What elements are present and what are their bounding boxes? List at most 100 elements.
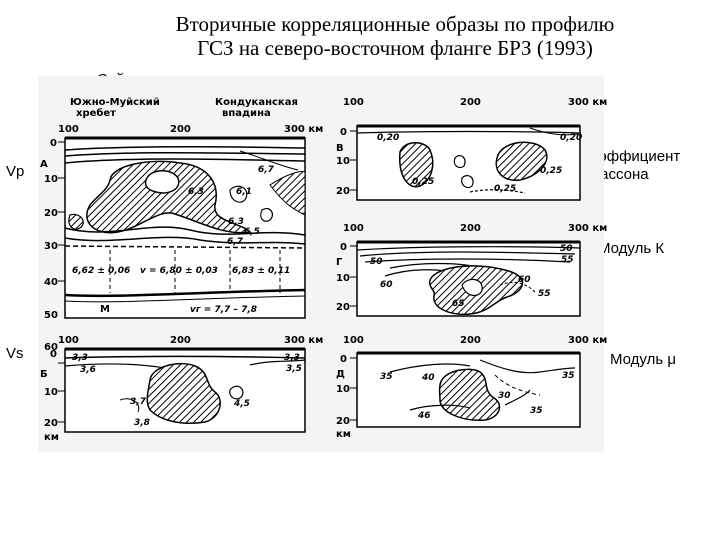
panel-b-y-tick-10: 10 <box>44 387 58 398</box>
panel-d-letter: Д <box>336 369 345 380</box>
label-modulus-mu: Модуль μ <box>610 351 676 368</box>
panel-a-y-tick-60: 60 <box>44 342 58 353</box>
panel-a-boundary-velocity: vг = 7,7 – 7,8 <box>190 305 257 315</box>
panel-b-label-3-3a: 3,3 <box>72 353 88 363</box>
conrad-boundary <box>64 245 306 249</box>
panel-a-area-label-3: Кондуканская <box>215 97 298 108</box>
panel-v-letter: В <box>336 143 344 154</box>
panel-v-y-tick-0: 0 <box>340 127 347 138</box>
panel-d-x-tick-200: 200 <box>460 335 481 346</box>
panel-g-modulus-k-section <box>350 240 581 317</box>
panel-g-label-55a: 55 <box>561 255 574 265</box>
panel-a-vp-section <box>58 136 306 319</box>
panel-d-label-35b: 35 <box>562 371 575 381</box>
panel-d-km-unit: км <box>336 429 351 440</box>
panel-d-label-46: 46 <box>417 411 431 421</box>
panel-d-label-30: 30 <box>498 391 511 401</box>
panel-b-label-3-3b: 3,3 <box>284 353 300 363</box>
panel-g-x-tick-300: 300 км <box>568 223 607 234</box>
panel-v-label-0-25c: 0,25 <box>540 166 562 176</box>
panel-g-x-tick-200: 200 <box>460 223 481 234</box>
panel-g-y-tick-20: 20 <box>336 302 350 313</box>
panel-b-y-tick-0: 0 <box>50 349 57 360</box>
panel-d-modulus-mu-section <box>350 351 581 428</box>
panel-b-x-tick-100: 100 <box>58 335 79 346</box>
panel-v-x-tick-100: 100 <box>343 97 364 108</box>
panel-a-x-tick-300: 300 км <box>284 124 323 135</box>
panel-a-label-6-7: 6,7 <box>258 165 275 175</box>
panel-a-y-tick-20: 20 <box>44 208 58 219</box>
panel-b-x-tick-200: 200 <box>170 335 191 346</box>
panel-a-label-6-3: 6,3 <box>188 187 204 197</box>
panel-b-label-3-7: 3,7 <box>130 397 147 407</box>
panel-a-label-6-5: 6,5 <box>244 227 260 237</box>
panel-a-x-tick-200: 200 <box>170 124 191 135</box>
panel-v-label-0-20b: 0,20 <box>560 133 582 143</box>
label-poisson-line-1: Коэффициент <box>582 148 681 165</box>
panel-v-x-tick-200: 200 <box>460 97 481 108</box>
panel-a-x-tick-100: 100 <box>58 124 79 135</box>
panel-b-y-tick-20: 20 <box>44 418 58 429</box>
panel-b-label-3-5: 3,5 <box>286 364 302 374</box>
panel-g-y-tick-10: 10 <box>336 273 350 284</box>
panel-a-area-label-1: Южно-Муйский <box>70 97 160 108</box>
low-velocity-lens <box>144 170 180 194</box>
panel-g-label-65: 65 <box>452 299 465 309</box>
panel-v-label-0-25b: 0,25 <box>494 184 516 194</box>
label-vp: Vp <box>6 163 25 180</box>
panel-a-y-tick-40: 40 <box>44 277 58 288</box>
panel-v-poisson-section <box>350 124 581 201</box>
panel-d-y-tick-0: 0 <box>340 354 347 365</box>
panel-v-anomaly-1 <box>399 142 434 188</box>
panel-b-vs-section <box>58 347 306 433</box>
panel-a-area-label-2: хребет <box>76 107 116 119</box>
panel-a-velocity-block-2: v = 6,80 ± 0,03 <box>140 266 218 276</box>
panel-b-label-4-5: 4,5 <box>233 399 250 409</box>
panel-v-x-tick-300: 300 км <box>568 97 607 108</box>
slide-title: Вторичные корреляционные образы по профи… <box>110 12 680 60</box>
high-velocity-body <box>86 160 252 234</box>
panel-a-moho-label: M <box>100 304 110 315</box>
panel-a-y-tick-50: 50 <box>44 310 58 321</box>
label-vs: Vs <box>6 345 24 362</box>
panel-a-label-6-1: 6,1 <box>236 187 252 197</box>
panel-d-y-tick-10: 10 <box>336 384 350 395</box>
panel-d-y-tick-20: 20 <box>336 416 350 427</box>
title-line-1: Вторичные корреляционные образы по профи… <box>175 12 615 36</box>
panel-b-letter: Б <box>40 369 48 380</box>
panel-g-label-50b: 50 <box>560 244 573 254</box>
panel-g-y-tick-0: 0 <box>340 242 347 253</box>
panel-b-high-velocity-body <box>146 362 221 424</box>
panel-d-x-tick-300: 300 км <box>568 335 607 346</box>
panel-v-anomaly-2 <box>495 141 548 181</box>
panel-v-label-0-20a: 0,20 <box>377 133 399 143</box>
panel-g-x-tick-100: 100 <box>343 223 364 234</box>
panel-b-label-3-8: 3,8 <box>134 418 150 428</box>
label-modulus-k: Модуль К <box>598 240 665 257</box>
panel-d-label-40: 40 <box>421 373 435 383</box>
panel-g-label-50a: 50 <box>370 257 383 267</box>
panel-a-label-6-3b: 6,3 <box>228 217 244 227</box>
panel-d-label-35a: 35 <box>380 372 393 382</box>
panel-a-letter: А <box>40 159 48 170</box>
panel-a-label-6-7b: 6,7 <box>227 237 244 247</box>
panel-g-label-60a: 60 <box>380 280 393 290</box>
panel-g-label-60b: 60 <box>518 275 531 285</box>
panel-a-area-label-4: впадина <box>222 108 271 119</box>
panel-a-velocity-block-1: 6,62 ± 0,06 <box>72 266 130 276</box>
panel-a-y-tick-10: 10 <box>44 174 58 185</box>
panel-v-label-0-25a: 0,25 <box>412 177 434 187</box>
title-line-2: ГСЗ на северо-восточном фланге БРЗ (1993… <box>197 36 593 60</box>
panel-v-y-tick-10: 10 <box>336 156 350 167</box>
panel-g-letter: Г <box>336 257 343 268</box>
panel-b-label-3-6: 3,6 <box>80 365 96 375</box>
panel-g-label-55b: 55 <box>538 289 551 299</box>
panel-a-velocity-block-3: 6,83 ± 0,11 <box>232 266 290 276</box>
panel-d-label-35c: 35 <box>530 406 543 416</box>
panel-v-y-tick-20: 20 <box>336 186 350 197</box>
moho-boundary <box>64 288 306 298</box>
panel-d-x-tick-100: 100 <box>343 335 364 346</box>
panel-d-anomaly <box>438 368 501 421</box>
panel-b-km-unit: км <box>44 432 59 443</box>
